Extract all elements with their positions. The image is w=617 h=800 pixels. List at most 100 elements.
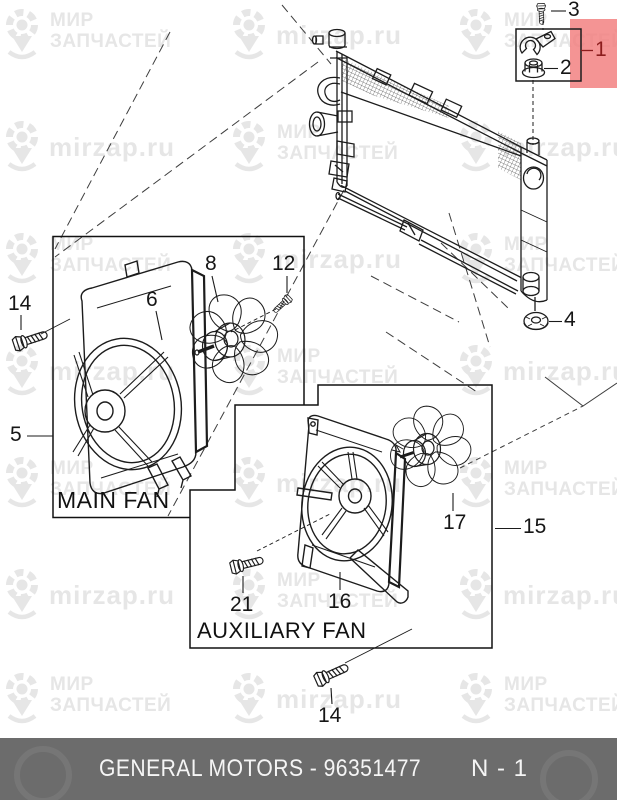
aux-fan-motor xyxy=(391,432,442,468)
main-propeller xyxy=(189,294,279,383)
brand-pin-icon xyxy=(6,345,38,396)
callout-17: 17 xyxy=(443,511,467,534)
watermark-site-text: mirzap.ru xyxy=(276,684,403,714)
radiator-fins xyxy=(342,58,521,180)
leader-14-bottom xyxy=(330,687,333,705)
watermark-site: mirzap.ru xyxy=(456,566,617,620)
leader-lines xyxy=(20,10,566,705)
bolt-14-left xyxy=(11,326,50,353)
nut-2 xyxy=(521,58,546,79)
callout-5: 5 xyxy=(10,423,22,446)
aux-propeller xyxy=(390,405,472,488)
watermark-site-text: mirzap.ru xyxy=(503,580,617,610)
footer-bar: GENERAL MOTORS - 96351477 N - 1 xyxy=(0,738,617,800)
brand-pin-icon xyxy=(460,673,492,724)
main-fan-box xyxy=(52,235,305,519)
clamp-1 xyxy=(519,30,556,56)
pointer-12 xyxy=(230,308,277,333)
bolt-14-bottom xyxy=(312,659,352,689)
construction-lines xyxy=(54,4,584,517)
grommet-4 xyxy=(523,311,549,331)
bolt-3 xyxy=(536,2,547,25)
watermark-site-text: mirzap.ru xyxy=(49,580,176,610)
leader-8 xyxy=(211,275,219,303)
watermark-site: mirzap.ru xyxy=(229,230,402,284)
pointer-21 xyxy=(256,513,331,552)
leader-6 xyxy=(155,310,163,341)
highlight-box xyxy=(570,19,617,88)
parts-box xyxy=(515,28,582,82)
footer-part-number: GENERAL MOTORS - 96351477 xyxy=(99,755,422,782)
alignment-vee xyxy=(544,376,617,407)
aux-shroud xyxy=(296,414,409,604)
brand-pin-icon xyxy=(6,233,38,284)
callout-14: 14 xyxy=(8,292,32,315)
bolt-21 xyxy=(228,552,266,576)
callout-21: 21 xyxy=(230,593,254,616)
main-fan-label: MAIN FAN xyxy=(57,487,170,513)
main-fan-motor xyxy=(194,322,246,362)
brand-pin-icon xyxy=(233,9,265,60)
callout-14: 14 xyxy=(318,704,342,727)
brand-pin-icon xyxy=(233,121,265,172)
watermark-site-text: mirzap.ru xyxy=(276,244,403,274)
radiator xyxy=(308,28,548,311)
callout-3: 3 xyxy=(568,0,580,21)
pointer-14-left xyxy=(40,318,71,335)
brand-pin-icon xyxy=(460,345,492,396)
brand-pin-icon xyxy=(233,569,265,620)
callout-1: 1 xyxy=(595,38,607,61)
brand-pin-icon xyxy=(460,569,492,620)
watermark-site: mirzap.ru xyxy=(229,6,402,60)
watermark-site: mirzap.ru xyxy=(2,566,175,620)
watermark-site: mirzap.ru xyxy=(2,118,175,172)
footer-watermark-ghost xyxy=(14,746,72,800)
callout-12: 12 xyxy=(272,252,296,275)
callout-4: 4 xyxy=(564,308,576,331)
auxiliary-fan-box xyxy=(189,384,493,649)
callout-2: 2 xyxy=(560,56,572,79)
callout-8: 8 xyxy=(205,252,217,275)
main-shroud xyxy=(72,260,209,498)
brand-pin-icon xyxy=(6,121,38,172)
top-mount-group xyxy=(515,2,582,145)
brand-pin-icon xyxy=(233,457,265,508)
brand-pin-icon xyxy=(233,673,265,724)
footer-sheet-number: N - 1 xyxy=(471,755,529,782)
auxiliary-fan-label: AUXILIARY FAN xyxy=(197,618,367,643)
brand-pin-icon xyxy=(6,569,38,620)
brand-pin-icon xyxy=(460,9,492,60)
footer-watermark-ghost xyxy=(540,750,598,800)
pointer-14-bottom xyxy=(344,628,413,664)
watermark-site: mirzap.ru xyxy=(456,342,617,396)
brand-pin-icon xyxy=(6,9,38,60)
brand-pin-icon xyxy=(6,673,38,724)
brand-pin-icon xyxy=(460,233,492,284)
watermark-site: mirzap.ru xyxy=(229,670,402,724)
callout-15: 15 xyxy=(523,515,547,538)
brand-pin-icon xyxy=(460,457,492,508)
watermark-site-text: mirzap.ru xyxy=(276,20,403,50)
callout-16: 16 xyxy=(328,590,352,613)
callout-6: 6 xyxy=(146,288,158,311)
